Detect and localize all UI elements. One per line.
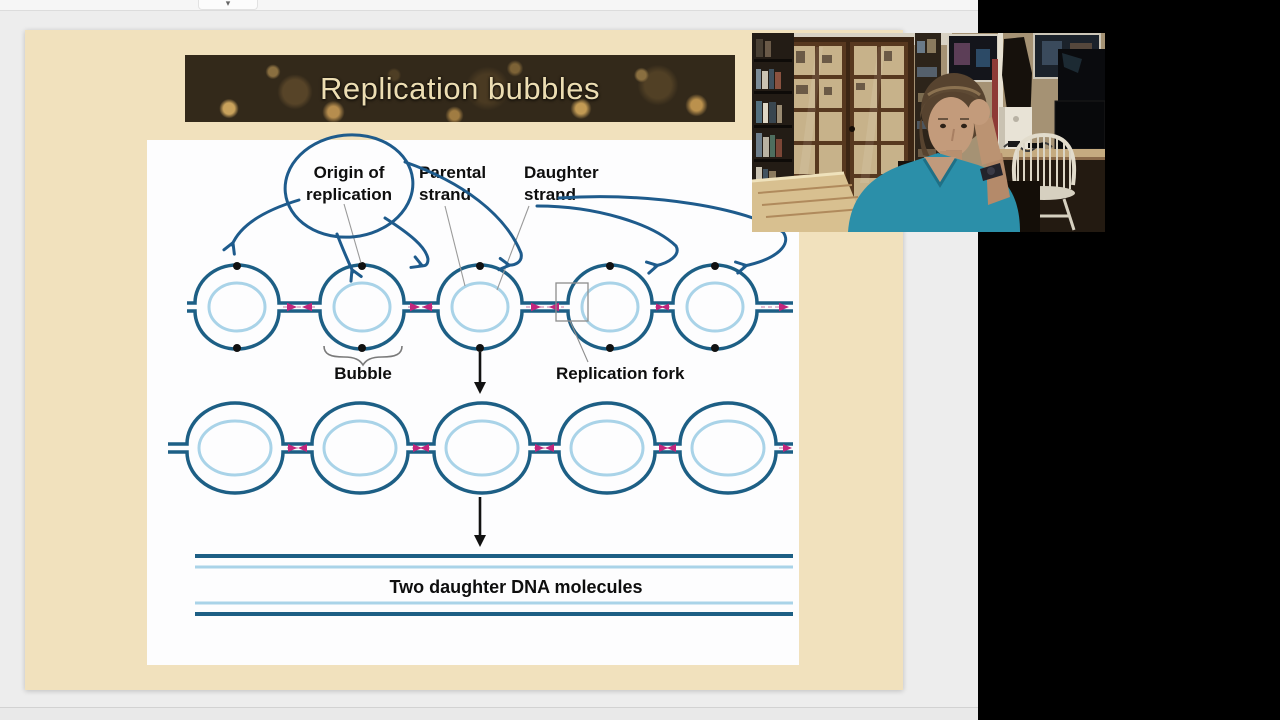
slide-title: Replication bubbles xyxy=(319,70,601,106)
ink-arrow-hook-small xyxy=(383,216,430,269)
wooden-bench xyxy=(752,171,868,232)
hallway-picture-frames xyxy=(796,51,892,95)
origin-circle-annotation xyxy=(283,133,415,239)
teal-shirt xyxy=(848,153,1020,232)
dna-strand-row-2 xyxy=(168,401,793,495)
dna-replication-diagram: Origin of replication Parental strand Da… xyxy=(168,133,793,616)
result-label: Two daughter DNA molecules xyxy=(389,577,642,597)
dna-strand-row-1 xyxy=(187,263,793,351)
daughter-label-line1: Daughter xyxy=(524,163,599,182)
ink-arrow-bubble2 xyxy=(335,232,363,283)
instructor xyxy=(848,73,1040,232)
chevron-down-icon: ▾ xyxy=(225,0,231,8)
flow-arrow-1 xyxy=(474,352,486,394)
ink-arrow-bubble3 xyxy=(403,160,523,272)
hand xyxy=(968,99,990,125)
printed-diagram: Origin of replication Parental strand Da… xyxy=(168,163,793,616)
white-pole xyxy=(998,33,1003,149)
fork-leader-line xyxy=(569,320,589,363)
fork-direction-arrows-row-2 xyxy=(287,444,792,452)
forearm xyxy=(974,117,1002,165)
flow-arrow-2 xyxy=(474,497,486,547)
dna-replication-diagram-panel: Origin of replication Parental strand Da… xyxy=(147,133,799,665)
desktop-bottom-strip xyxy=(0,707,978,720)
replication-fork-label: Replication fork xyxy=(556,364,685,383)
origin-label-line2: replication xyxy=(306,185,392,204)
origin-dots xyxy=(233,262,719,352)
daughter-label-line2: strand xyxy=(524,185,576,204)
replication-fork-box xyxy=(555,282,589,322)
toolbar-collapse-tab[interactable]: ▾ xyxy=(198,0,258,10)
parental-label-line2: strand xyxy=(419,185,471,204)
hand-annotations xyxy=(222,133,788,283)
slide-title-banner: Replication bubbles xyxy=(185,55,735,122)
label-leader-lines xyxy=(343,203,530,291)
origin-label-line1: Origin of xyxy=(314,163,385,182)
daughter-molecules xyxy=(195,554,793,616)
webcam-video-tile[interactable] xyxy=(752,33,1105,232)
parental-label-line1: Parental xyxy=(419,163,486,182)
daughter-strands-row-1 xyxy=(207,281,745,333)
ink-arrow-bubble4 xyxy=(535,204,679,275)
bubble-label: Bubble xyxy=(334,364,392,383)
desk-top xyxy=(988,149,1105,157)
presenter-toolbar-collapsed: ▾ xyxy=(0,0,978,11)
face xyxy=(928,97,974,157)
daughter-strands-row-2 xyxy=(197,419,766,477)
webcam-scene xyxy=(752,33,1105,232)
bubble-brace xyxy=(323,345,403,367)
door-knob xyxy=(849,126,855,132)
hanging-strap xyxy=(992,59,998,147)
ink-arrow-bubble1 xyxy=(222,198,301,256)
presentation-slide: Replication bubbles xyxy=(25,30,903,690)
